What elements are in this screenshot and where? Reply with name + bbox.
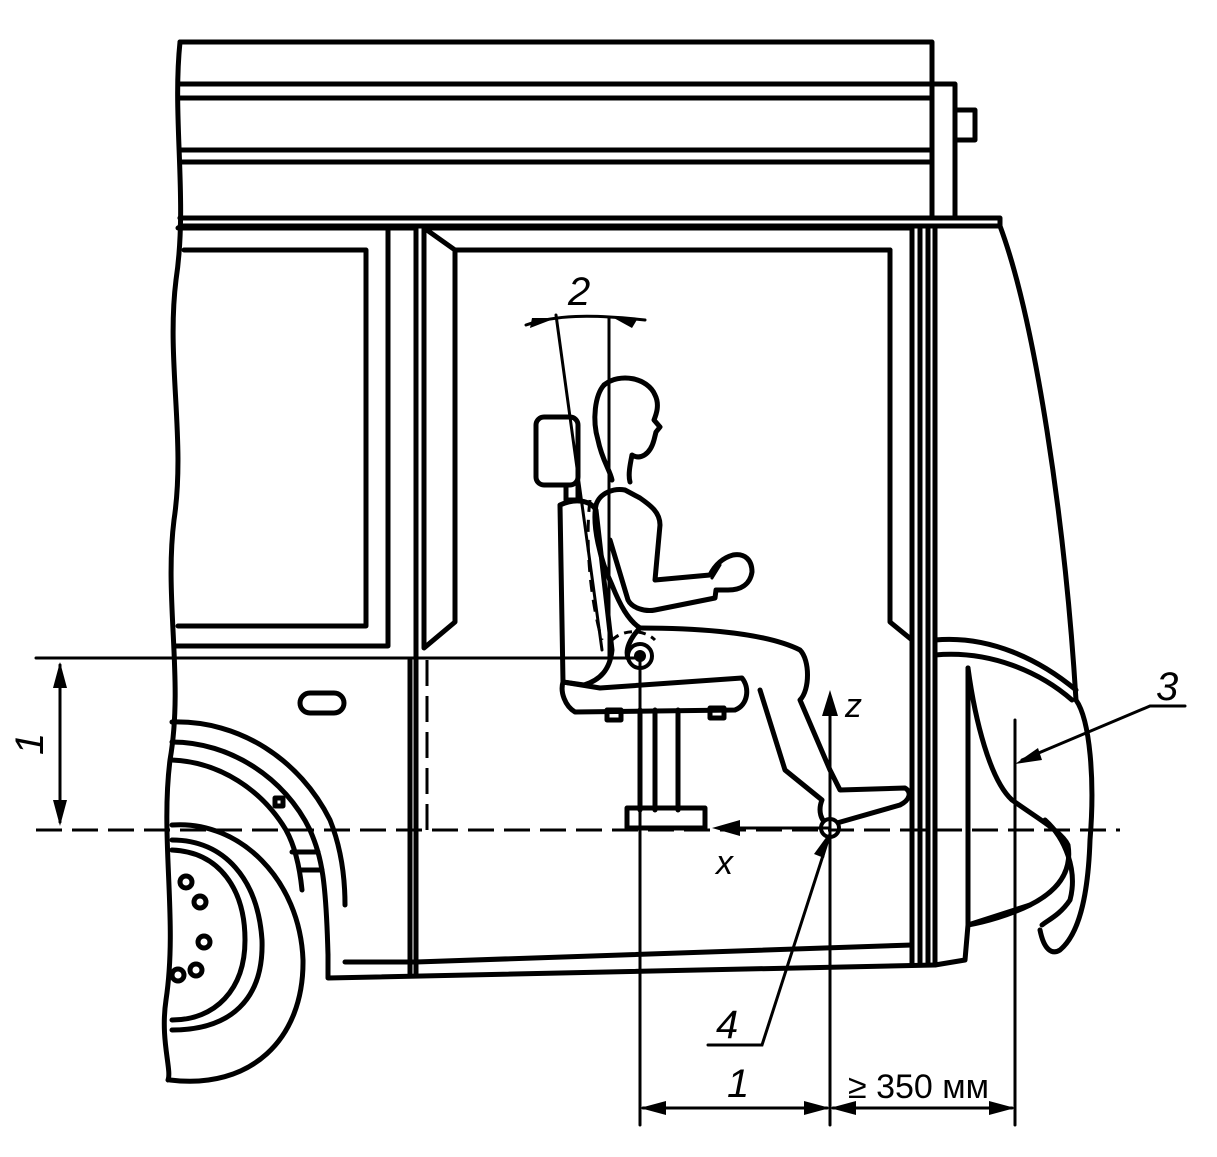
manikin-figure <box>586 375 912 839</box>
angle-dimension <box>524 314 647 328</box>
axis-z-label: z <box>844 687 862 725</box>
angle-label: 2 <box>567 270 590 314</box>
dim-vertical-label: 1 <box>8 733 52 755</box>
horizontal-dimension <box>640 1101 830 1115</box>
break-line <box>161 39 184 1083</box>
roof-structure <box>177 39 1003 229</box>
coordinate-axes <box>712 690 838 836</box>
leader-3 <box>1015 704 1187 764</box>
min-distance-dimension <box>830 1101 1015 1115</box>
vertical-dimension <box>53 662 67 826</box>
floor-sill <box>325 942 938 981</box>
front-wheel <box>167 719 348 1084</box>
front-bodywork <box>932 223 1095 968</box>
driver-seat <box>533 414 750 831</box>
min-distance-label: ≥ 350 мм <box>848 1068 989 1106</box>
leader-4 <box>706 832 830 1047</box>
side-window <box>173 225 391 649</box>
door-frame <box>385 225 938 978</box>
callout-4-label: 4 <box>716 1003 738 1047</box>
axis-x-label: x <box>714 844 734 882</box>
callout-3-label: 3 <box>1156 665 1178 709</box>
dim-horizontal-label: 1 <box>727 1062 749 1106</box>
door-handle <box>297 690 347 716</box>
reference-lines <box>34 313 1120 1127</box>
